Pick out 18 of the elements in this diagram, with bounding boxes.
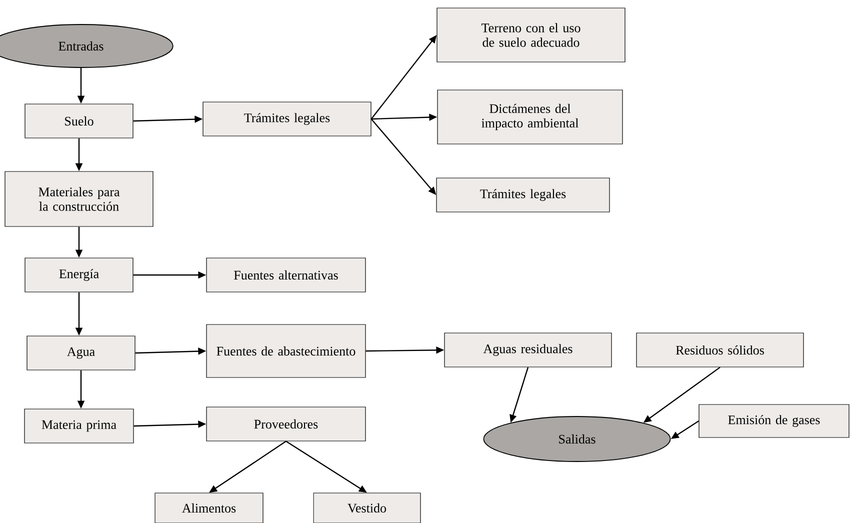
process-box: Dictámenes del impacto ambiental	[437, 90, 623, 144]
process-box: Energía	[24, 258, 134, 292]
process-box: Residuos sólidos	[636, 332, 804, 368]
process-box: Fuentes de abastecimiento	[206, 324, 366, 378]
process-box: Fuentes alternativas	[206, 258, 366, 292]
oval-node: Salidas	[483, 416, 671, 462]
process-box: Aguas residuales	[444, 332, 612, 368]
process-box: Trámites legales	[202, 102, 372, 136]
process-box: Trámites legales	[436, 178, 610, 212]
process-box: Vestido	[313, 492, 421, 523]
process-box: Terreno con el uso de suelo adecuado	[436, 8, 626, 62]
process-box: Emisión de gases	[698, 404, 850, 438]
process-box: Suelo	[24, 104, 134, 138]
process-box: Alimentos	[154, 492, 264, 523]
process-box: Materia prima	[24, 408, 134, 444]
process-box: Proveedores	[206, 406, 366, 442]
process-box: Materiales para la construcción	[4, 171, 154, 227]
process-box: Agua	[26, 336, 136, 370]
